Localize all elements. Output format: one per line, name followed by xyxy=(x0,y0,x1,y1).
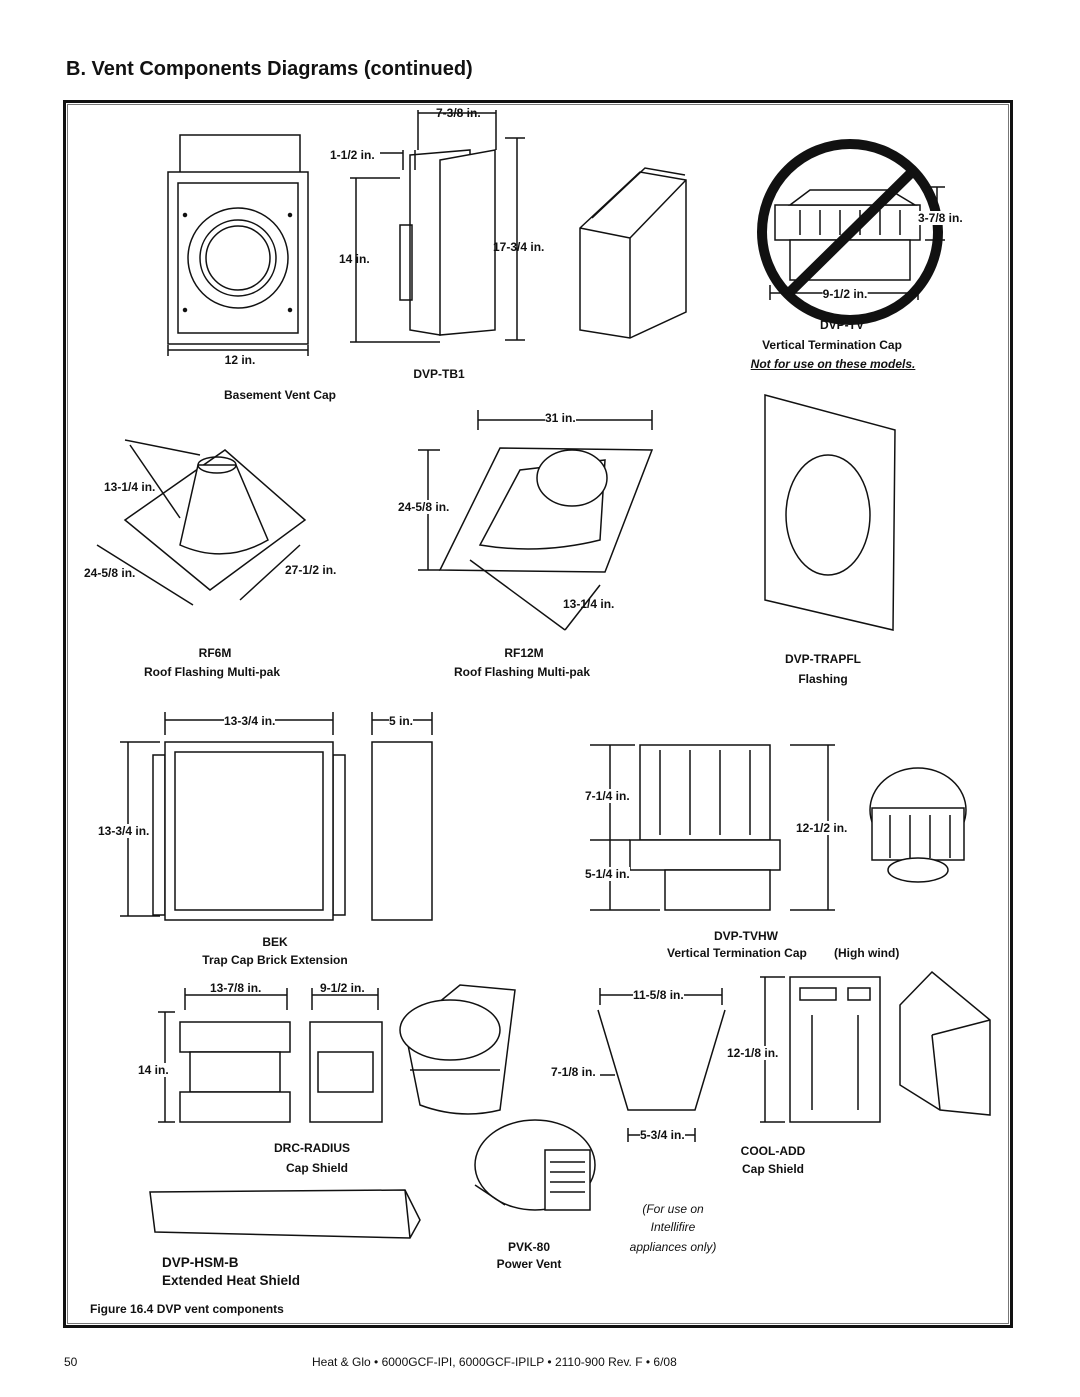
bek-drawing xyxy=(120,712,433,921)
dvp-hsm-b-drawing xyxy=(149,1189,421,1239)
drc-radius-name: Cap Shield xyxy=(285,1161,349,1175)
bek-depth-dim: 5 in. xyxy=(389,714,414,728)
basement-vent-cap-drawing xyxy=(167,134,309,356)
bek-height-dim: 13-3/4 in. xyxy=(98,824,150,838)
pvk80-code: PVK-80 xyxy=(507,1240,551,1254)
rf6m-name: Roof Flashing Multi-pak xyxy=(144,665,280,679)
bek-width-dim: 13-3/4 in. xyxy=(224,714,276,728)
cool-add-drawing xyxy=(597,970,991,1142)
drc-radius-height-dim: 14 in. xyxy=(138,1063,169,1077)
dvp-tvhw-drawing xyxy=(590,744,967,911)
rf12m-code: RF12M xyxy=(504,646,544,660)
rf12m-width-dim: 31 in. xyxy=(545,411,576,425)
page-title: B. Vent Components Diagrams (continued) xyxy=(66,58,473,80)
dvp-tb1-height-left-dim: 14 in. xyxy=(339,252,370,266)
cool-add-bottom-dim: 5-3/4 in. xyxy=(640,1128,685,1142)
dvp-trapfl-drawing xyxy=(764,394,896,631)
pvk80-drawing xyxy=(474,1119,596,1211)
cool-add-side-dim: 7-1/8 in. xyxy=(551,1065,596,1079)
basement-cap-width-dim: 12 in. xyxy=(224,353,256,367)
page-number: 50 xyxy=(64,1355,78,1369)
dvp-tb1-drawing xyxy=(350,110,525,343)
dvp-trapfl-code: DVP-TRAPFL xyxy=(785,652,861,666)
basement-cap-label: Basement Vent Cap xyxy=(223,388,337,402)
bek-name: Trap Cap Brick Extension xyxy=(202,953,348,967)
dvp-tb1-code: DVP-TB1 xyxy=(413,367,465,381)
rf6m-code: RF6M xyxy=(198,646,232,660)
dvp-tvhw-dim-c: 12-1/2 in. xyxy=(796,821,848,835)
dvp-tvhw-name: Vertical Termination Cap xyxy=(667,946,807,960)
figure-caption: Figure 16.4 DVP vent components xyxy=(90,1302,284,1316)
dvp-trapfl-name: Flashing xyxy=(798,672,848,686)
cool-add-top-dim: 11-5/8 in. xyxy=(633,988,684,1002)
box-cap-drawing xyxy=(579,167,687,339)
document-id: Heat & Glo • 6000GCF-IPI, 6000GCF-IPILP … xyxy=(312,1355,677,1369)
pvk80-note-line1: (For use on xyxy=(642,1202,704,1216)
pvk80-note-line2: Intellifire xyxy=(650,1220,696,1234)
rf6m-dim-b: 27-1/2 in. xyxy=(285,563,337,577)
dvp-tv-name: Vertical Termination Cap xyxy=(762,338,902,352)
dvp-tb1-side-dim: 1-1/2 in. xyxy=(330,148,375,162)
rf12m-drawing xyxy=(418,410,654,631)
dvp-tv-drawing xyxy=(757,139,945,325)
bek-code: BEK xyxy=(262,935,288,949)
drc-radius-width-dim: 13-7/8 in. xyxy=(210,981,262,995)
dvp-tb1-top-dim: 7-3/8 in. xyxy=(436,106,481,120)
drc-radius-drawing xyxy=(158,984,516,1123)
dvp-tv-width-dim: 9-1/2 in. xyxy=(822,287,868,301)
drc-radius-code: DRC-RADIUS xyxy=(274,1141,350,1155)
dvp-tv-not-for-use-note: Not for use on these models. xyxy=(750,357,916,371)
cool-add-height-dim: 12-1/8 in. xyxy=(727,1046,779,1060)
drc-radius-depth-dim: 9-1/2 in. xyxy=(320,981,365,995)
pvk80-name: Power Vent xyxy=(496,1257,562,1271)
rf12m-name: Roof Flashing Multi-pak xyxy=(454,665,590,679)
dvp-tvhw-dim-a: 7-1/4 in. xyxy=(585,789,630,803)
dvp-hsm-b-name: Extended Heat Shield xyxy=(162,1273,301,1288)
rf6m-drawing xyxy=(96,439,307,606)
dvp-tb1-height-right-dim: 17-3/4 in. xyxy=(493,240,545,254)
rf12m-depth-dim: 13-1/4 in. xyxy=(563,597,615,611)
pvk80-note-line3: appliances only) xyxy=(629,1240,717,1254)
dvp-tv-code: DVP-TV xyxy=(819,318,865,332)
dvp-hsm-b-code: DVP-HSM-B xyxy=(162,1255,239,1270)
rf6m-dim-a: 24-5/8 in. xyxy=(84,566,136,580)
rf6m-height-dim: 13-1/4 in. xyxy=(104,480,156,494)
dvp-tvhw-dim-b: 5-1/4 in. xyxy=(585,867,630,881)
cool-add-code: COOL-ADD xyxy=(740,1144,806,1158)
diagram-frame xyxy=(63,100,1013,1328)
dvp-tvhw-qualifier: (High wind) xyxy=(834,946,900,960)
dvp-tvhw-code: DVP-TVHW xyxy=(714,929,778,943)
rf12m-height-dim: 24-5/8 in. xyxy=(398,500,450,514)
dvp-tv-height-dim: 3-7/8 in. xyxy=(918,211,963,225)
cool-add-name: Cap Shield xyxy=(741,1162,805,1176)
